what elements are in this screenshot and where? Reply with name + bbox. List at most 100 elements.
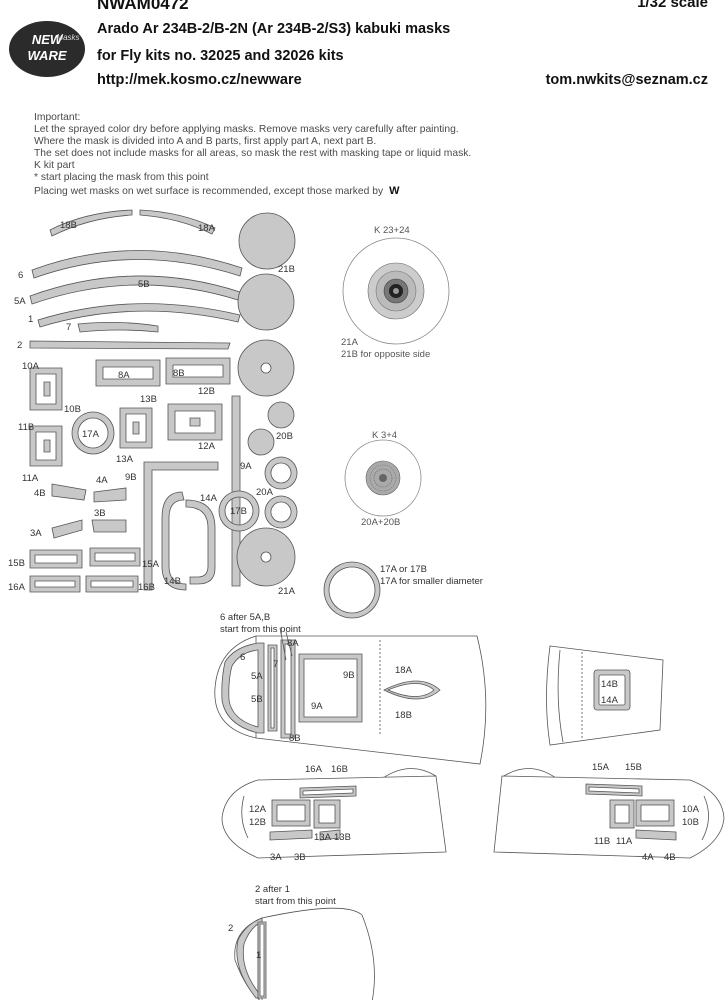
label-14b: 14B [164,576,181,587]
website-link[interactable]: http://mek.kosmo.cz/newware [97,72,302,88]
label-10b: 10B [64,404,81,415]
label-13b: 13B [140,394,157,405]
mask-13b [119,407,153,449]
left-label-13b: 13B [334,832,351,843]
panel-label-14a: 14A [601,695,619,706]
label-4b: 4B [34,488,46,499]
mask-18b [49,209,133,237]
note-line: * start placing the mask from this point [34,172,209,184]
mask-17b [218,490,260,532]
canopy-label-18b: 18B [395,710,412,721]
left-label-13a: 13A [314,832,332,843]
mask-18a [139,209,216,235]
nose-label-2: 2 [228,923,233,934]
mask-15b [29,549,83,569]
mask-16a [29,575,81,593]
note-line: K kit part [34,160,75,172]
mask-4a [93,487,127,503]
label-8a: 8A [118,370,130,381]
nose-canopy-view [234,907,375,1000]
mask-17a [71,411,115,455]
title-line-2: for Fly kits no. 32025 and 32026 kits [97,48,344,64]
mask-21b-disc [237,273,295,331]
mask-14a [185,499,216,585]
left-label-12a: 12A [249,804,267,815]
mask-16b [85,575,139,593]
hub-hole [260,551,272,563]
label-17b: 17B [230,506,247,517]
label-15b: 15B [8,558,25,569]
label-9a: 9A [240,461,252,472]
label-20a: 20A [256,487,274,498]
right-label-11b: 11B [594,836,610,847]
ring17-label-2: 17A for smaller diameter [380,576,483,587]
left-label-16a: 16A [305,764,323,775]
label-17a: 17A [82,429,100,440]
nose-note-line-2: start from this point [255,896,336,907]
canopy-label-9a: 9A [311,701,323,712]
nose-wheel-label: 20A+20B [361,517,400,528]
label-15a: 15A [142,559,160,570]
mask-20a-ring [264,456,298,490]
right-label-15a: 15A [592,762,610,773]
canopy-label-5b: 5B [251,694,263,705]
fuselage-left-view [221,768,447,859]
right-label-10b: 10B [682,817,699,828]
label-5a: 5A [14,296,26,307]
logo: NEW Masks WARE [9,21,85,77]
mask-21b-disc [238,212,296,270]
nose-wheel-diagram: K 3+4 20A+20B [344,430,422,528]
label-16a: 16A [8,582,26,593]
notes-heading: Important: [34,112,81,123]
mask-6 [31,250,243,279]
right-label-15b: 15B [625,762,642,773]
logo-oval [9,21,85,77]
label-12b: 12B [198,386,215,397]
label-4a: 4A [96,475,108,486]
scale-label: 1/32 scale [637,0,708,11]
mask-7 [77,322,159,333]
main-wheel-diagram: K 23+24 21A 21B for opposite side [341,225,450,360]
mask-11b [29,425,63,467]
hub-hole [260,362,272,374]
canopy-top-view [214,627,487,765]
label-11a: 11A [22,473,39,484]
label-18b: 18B [60,220,77,231]
label-21a: 21A [278,586,296,597]
nose-wheel-kit-label: K 3+4 [372,430,397,441]
label-13a: 13A [116,454,134,465]
instructions-block: Important: Let the sprayed color dry bef… [34,112,471,198]
note-line: Let the sprayed color dry before applyin… [34,124,459,136]
note-line: Placing wet masks on wet surface is reco… [34,184,400,197]
label-14a: 14A [200,493,218,504]
wet-mark-symbol: W [389,184,400,197]
label-8b: 8B [173,368,185,379]
label-7: 7 [66,322,71,333]
email-link[interactable]: tom.nwkits@seznam.cz [545,72,708,88]
main-wheel-label-21b: 21B for opposite side [341,349,430,360]
mask-4b [51,483,87,501]
left-label-12b: 12B [249,817,266,828]
fuselage-right-view [493,768,725,859]
mask-14b [161,491,187,591]
mask-5a [29,275,241,305]
mask-20b-disc [267,401,295,429]
left-label-3b: 3B [294,852,306,863]
main-wheel-label-21a: 21A [341,337,359,348]
canopy-label-18a: 18A [395,665,413,676]
canopy-label-8a: 8A [287,638,299,649]
mask-20a-ring [264,495,298,529]
right-label-10a: 10A [682,804,700,815]
canopy-label-9b: 9B [343,670,355,681]
label-20b: 20B [276,431,293,442]
product-code: NWAM0472 [97,0,189,13]
mask-15a [89,547,141,567]
label-21b: 21B [278,264,295,275]
label-18a: 18A [198,223,216,234]
mask-9b [143,461,219,591]
canopy-label-6: 6 [240,652,245,663]
left-label-3a: 3A [270,852,282,863]
label-11b: 11B [18,422,34,433]
canopy-label-8b: 8B [289,733,301,744]
